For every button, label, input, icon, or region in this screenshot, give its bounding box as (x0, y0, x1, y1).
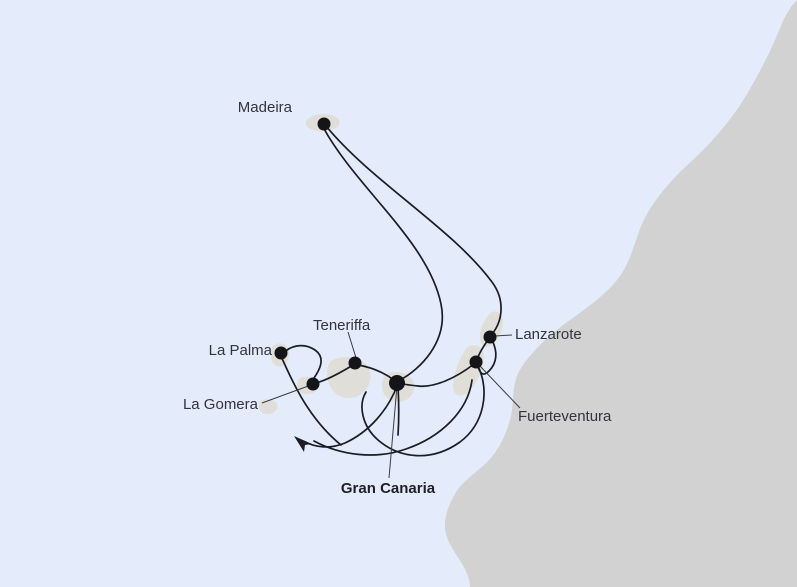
port-la-gomera[interactable]: La Gomera (183, 377, 320, 413)
port-dot-teneriffa[interactable] (348, 356, 362, 370)
route-madeira-grancanaria (322, 126, 444, 381)
port-label-fuerteventura: Fuerteventura (518, 408, 612, 425)
port-teneriffa[interactable]: Teneriffa (313, 317, 371, 370)
africa-mainland-landmass (444, 0, 797, 587)
island-la-gomera (259, 399, 278, 415)
port-label-la-gomera: La Gomera (183, 396, 259, 413)
leader-lanzarote (494, 334, 513, 337)
route-lagomera-lapalma (282, 344, 322, 383)
route-grancanaria-southern-loop (302, 385, 398, 448)
port-dot-fuerteventura[interactable] (469, 355, 483, 369)
port-dot-lanzarote[interactable] (483, 330, 497, 344)
port-lanzarote[interactable]: Lanzarote (483, 326, 582, 344)
port-label-la-palma: La Palma (209, 342, 273, 359)
route-madeira-lanzarote (325, 125, 502, 335)
leader-fuerteventura (478, 364, 521, 409)
port-fuerteventura[interactable]: Fuerteventura (469, 355, 613, 425)
port-label-lanzarote: Lanzarote (515, 326, 582, 343)
route-lapalma-south (280, 355, 342, 446)
port-dot-la-gomera[interactable] (306, 377, 320, 391)
port-label-teneriffa: Teneriffa (313, 317, 371, 334)
route-direction-arrowhead (294, 436, 312, 452)
port-dot-madeira[interactable] (317, 117, 331, 131)
leader-gran-canaria (388, 385, 398, 479)
label-leader-lines (261, 331, 521, 479)
port-dot-la-palma[interactable] (274, 346, 288, 360)
port-madeira[interactable]: Madeira (238, 99, 331, 131)
port-la-palma[interactable]: La Palma (209, 342, 288, 360)
port-gran-canaria[interactable]: Gran Canaria (341, 375, 436, 497)
route-grancanaria-crossing (397, 385, 400, 436)
port-label-gran-canaria: Gran Canaria (341, 480, 436, 497)
route-fuerteventura-grancanaria-lower (361, 365, 485, 457)
leader-teneriffa (347, 331, 358, 362)
route-lower-return-arc (313, 379, 473, 456)
port-label-madeira: Madeira (238, 99, 293, 116)
leader-la-gomera (261, 384, 312, 404)
port-dot-gran-canaria[interactable] (389, 375, 405, 391)
